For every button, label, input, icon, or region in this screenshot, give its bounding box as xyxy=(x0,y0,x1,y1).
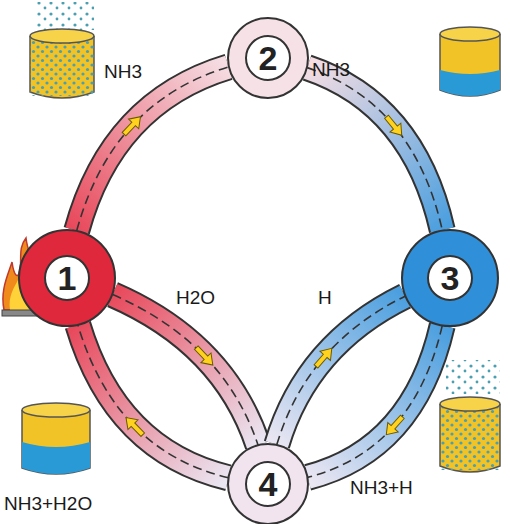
node-number: 2 xyxy=(226,16,310,100)
substance-label: NH3 xyxy=(312,60,350,81)
beaker-solution xyxy=(22,403,90,474)
flow-arrow xyxy=(381,112,407,139)
flow-arrow xyxy=(381,412,407,439)
beaker-gas xyxy=(30,2,94,98)
node-number: 4 xyxy=(226,442,310,524)
flow-arrow xyxy=(119,112,146,139)
substance-label: NH3 xyxy=(104,62,142,83)
pipe-label: H xyxy=(318,288,332,309)
cycle-node: 2 xyxy=(226,16,310,100)
pipe-connector xyxy=(113,295,258,446)
flow-arrow xyxy=(191,343,218,370)
cycle-node: 1 xyxy=(17,228,117,328)
node-number: 3 xyxy=(400,228,500,328)
substance-label: NH3+H2O xyxy=(4,494,92,515)
pipe-connector xyxy=(77,67,229,231)
beaker-liquid xyxy=(440,27,500,96)
flow-arrow xyxy=(121,413,148,440)
pipe-connector xyxy=(307,68,442,230)
pipe-connector xyxy=(277,296,405,444)
node-number: 1 xyxy=(17,228,117,328)
cycle-node: 3 xyxy=(400,228,500,328)
pipe-label: H2O xyxy=(176,288,215,309)
pipe-connector xyxy=(78,325,229,478)
flow-arrow xyxy=(311,344,337,371)
substance-label: NH3+H xyxy=(350,478,413,499)
beaker-gas-mix xyxy=(440,360,500,472)
cycle-node: 4 xyxy=(226,442,310,524)
